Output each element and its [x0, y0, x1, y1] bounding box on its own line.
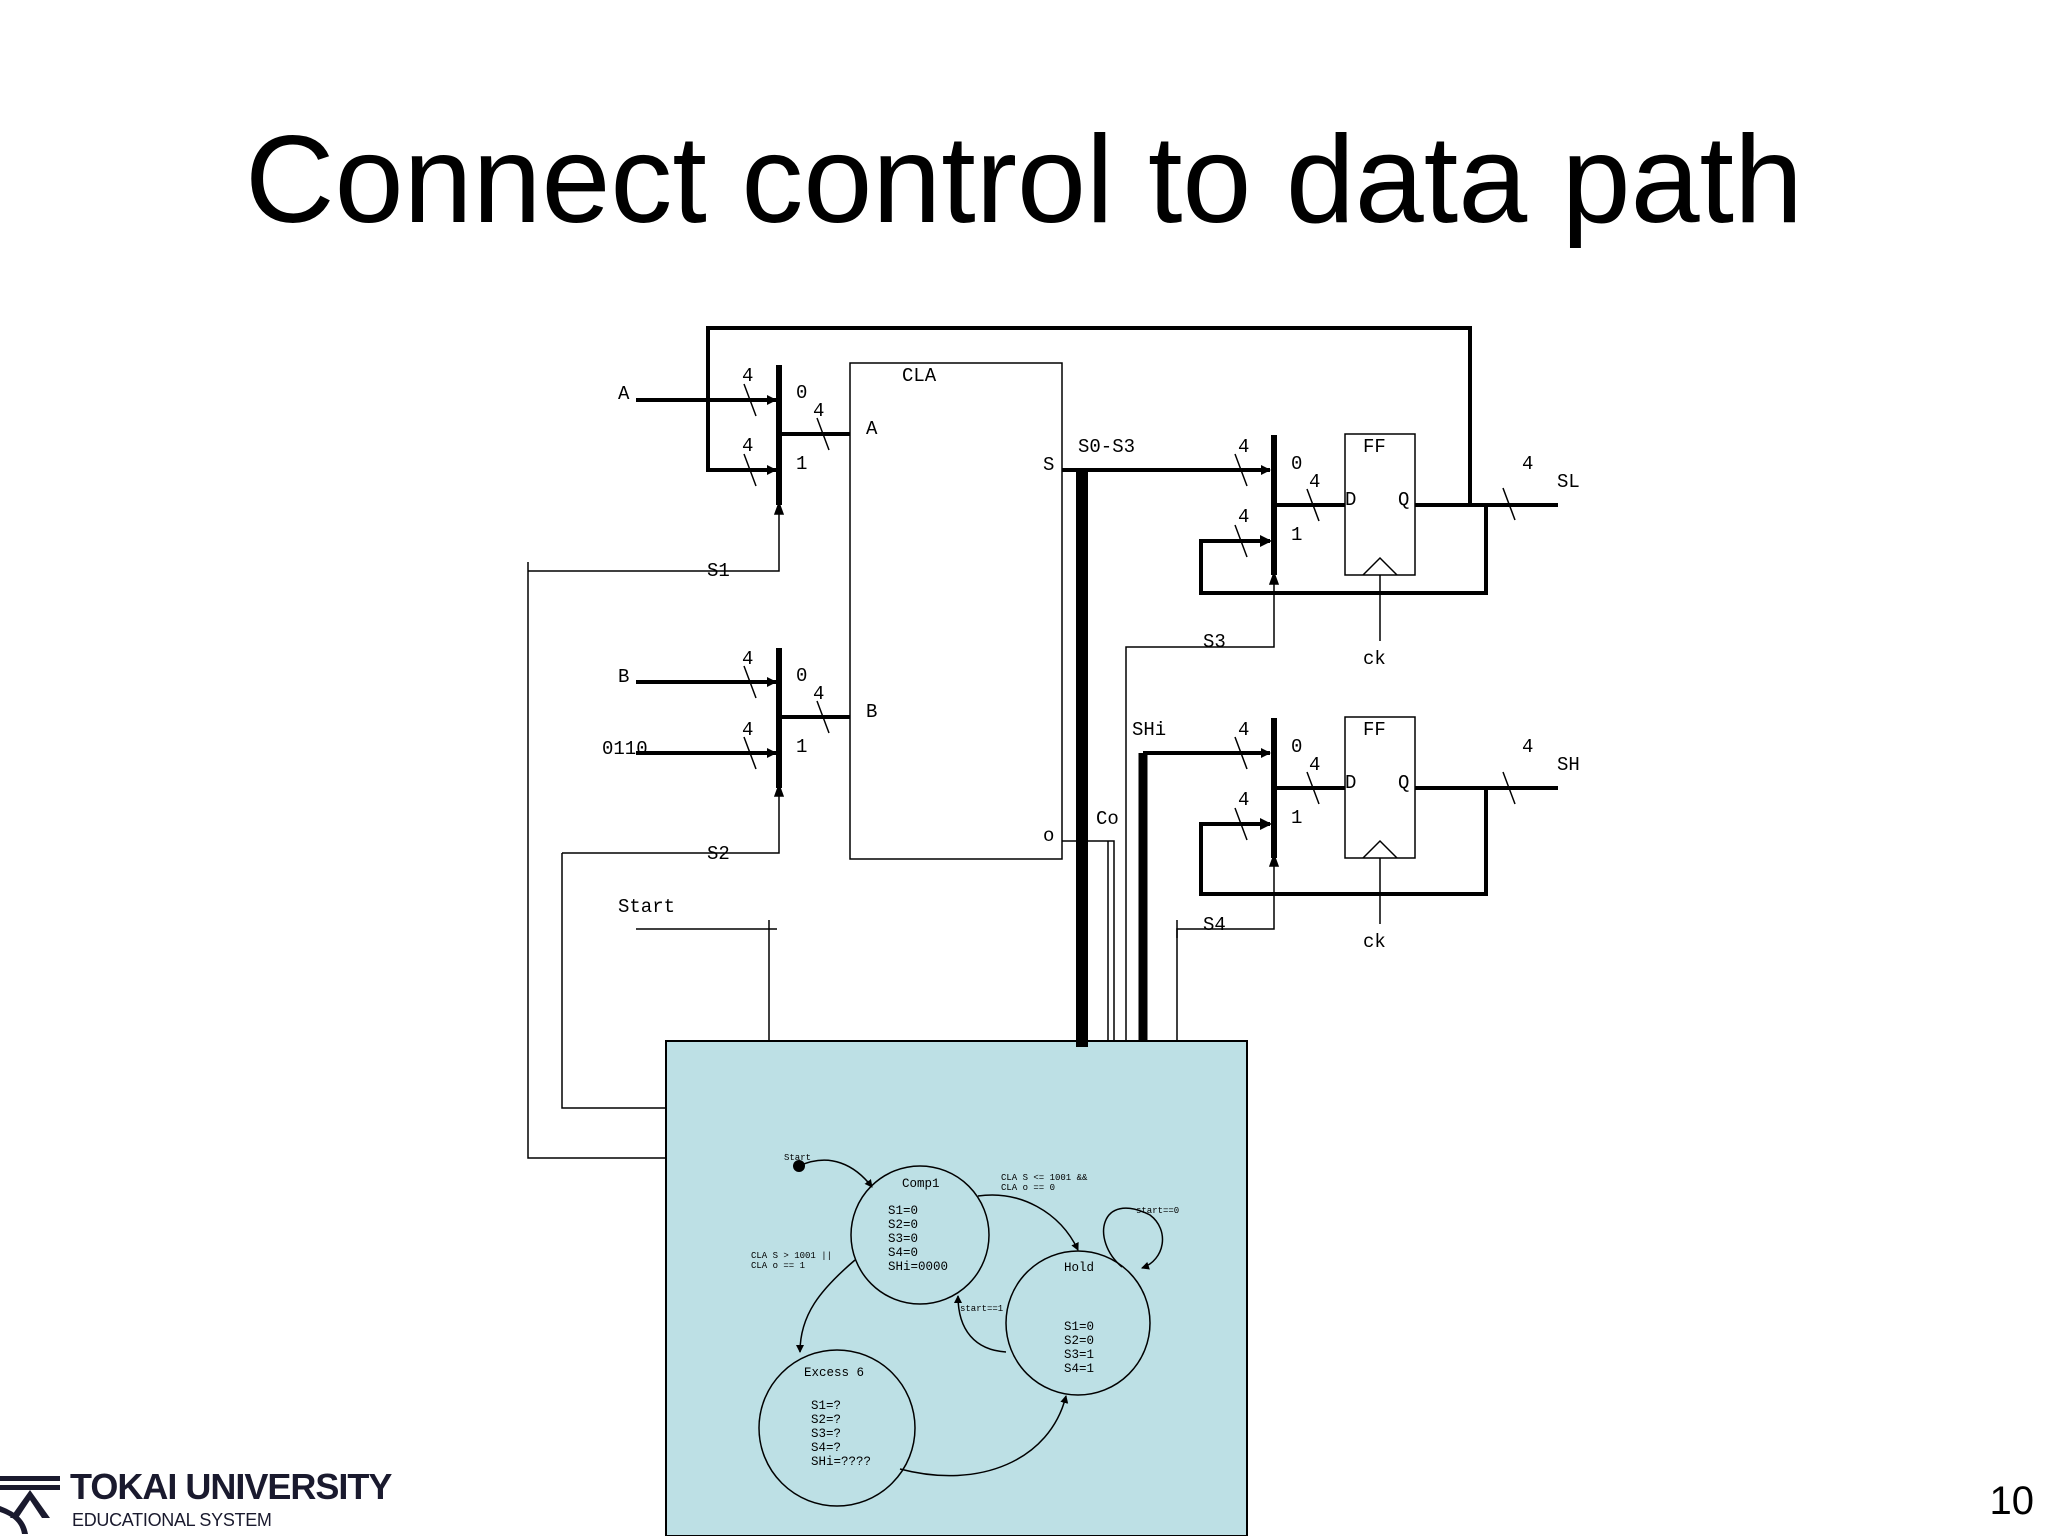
- transition-label: CLA S > 1001 ||: [751, 1251, 832, 1261]
- width-label: 4: [1238, 506, 1249, 528]
- state-excess6-line: S2=?: [811, 1413, 841, 1427]
- width-label: 4: [742, 365, 753, 387]
- width-label: 4: [1522, 453, 1533, 475]
- cla-port-s: S: [1043, 454, 1054, 476]
- state-comp1-line: SHi=0000: [888, 1260, 948, 1274]
- s2-label: S2: [707, 843, 730, 865]
- state-hold: [1005, 1250, 1151, 1396]
- width-label: 4: [1238, 436, 1249, 458]
- co-label: Co: [1096, 808, 1119, 830]
- state-excess6-line: S1=?: [811, 1399, 841, 1413]
- start-wire: [636, 920, 777, 1041]
- slide-title: Connect control to data path: [245, 111, 1803, 249]
- s4-label: S4: [1203, 914, 1226, 936]
- state-excess6: [758, 1349, 916, 1507]
- shi-bus: [1138, 736, 1271, 1041]
- ff-title: FF: [1363, 436, 1386, 458]
- width-label: 4: [1238, 719, 1249, 741]
- width-label: 4: [1309, 754, 1320, 776]
- transition-label: start==1: [960, 1304, 1003, 1314]
- sh-label: SH: [1557, 754, 1580, 776]
- ck-label: ck: [1363, 931, 1386, 953]
- width-label: 4: [1522, 736, 1533, 758]
- state-comp1-name: Comp1: [902, 1177, 940, 1191]
- ff-q: Q: [1398, 772, 1409, 794]
- s3-wire: [1125, 570, 1280, 1041]
- cla-port-o: o: [1043, 825, 1054, 847]
- state-excess6-line: S4=?: [811, 1441, 841, 1455]
- sl-label: SL: [1557, 471, 1580, 493]
- width-label: 4: [1238, 789, 1249, 811]
- logo-subtext: EDUCATIONAL SYSTEM: [72, 1510, 272, 1530]
- state-comp1-line: S2=0: [888, 1218, 918, 1232]
- state-hold-line: S2=0: [1064, 1334, 1094, 1348]
- width-label: 4: [1309, 471, 1320, 493]
- state-comp1-line: S3=0: [888, 1232, 918, 1246]
- mux-input-1: 1: [796, 736, 807, 758]
- ff-title: FF: [1363, 719, 1386, 741]
- logo-text: TOKAI UNIVERSITY: [70, 1466, 392, 1507]
- ff-q: Q: [1398, 489, 1409, 511]
- transition-label: CLA o == 0: [1001, 1183, 1055, 1193]
- state-comp1-line: S4=0: [888, 1246, 918, 1260]
- transition-label: start==0: [1136, 1206, 1179, 1216]
- state-excess6-line: SHi=????: [811, 1455, 871, 1469]
- const-0110-label: 0110: [602, 738, 648, 760]
- s3-label: S3: [1203, 631, 1226, 653]
- state-hold-line: S1=0: [1064, 1320, 1094, 1334]
- fsm-start-label: Start: [784, 1153, 811, 1163]
- s-output-bus: [1062, 453, 1271, 1047]
- select-wires-s1-s2: [527, 500, 785, 1159]
- tokai-emblem-icon: [0, 1476, 60, 1534]
- state-comp1-line: S1=0: [888, 1204, 918, 1218]
- mux-a: [636, 365, 850, 505]
- mux-input-1: 1: [796, 453, 807, 475]
- width-label: 4: [813, 400, 824, 422]
- mux-input-0: 0: [796, 382, 807, 404]
- width-label: 4: [813, 683, 824, 705]
- university-logo: TOKAI UNIVERSITY EDUCATIONAL SYSTEM: [0, 1466, 420, 1536]
- mux-b: [636, 648, 850, 788]
- state-hold-line: S3=1: [1064, 1348, 1094, 1362]
- ff-sh: [1344, 716, 1558, 924]
- start-label: Start: [618, 896, 675, 918]
- input-a-label: A: [618, 383, 630, 405]
- mux-input-0: 0: [1291, 736, 1302, 758]
- cla-port-a: A: [866, 418, 878, 440]
- shi-label: SHi: [1132, 719, 1166, 741]
- mux-input-1: 1: [1291, 807, 1302, 829]
- s1-label: S1: [707, 560, 730, 582]
- mux-input-1: 1: [1291, 524, 1302, 546]
- cla-block: [849, 362, 1063, 860]
- width-label: 4: [742, 435, 753, 457]
- page-number: 10: [1989, 1479, 2035, 1523]
- fsm-diagram: Start Comp1 S1=0 S2=0 S3=0 S4=0 SHi=0000…: [751, 1153, 1179, 1507]
- input-b-label: B: [618, 666, 629, 688]
- mux-input-0: 0: [1291, 453, 1302, 475]
- fsm-panel: [665, 1040, 1248, 1536]
- state-comp1: [850, 1165, 990, 1305]
- ff-sl: [1344, 433, 1558, 641]
- carry-wires: [1062, 840, 1115, 1041]
- datapath-labels: A B 0110 Start 4 4 4 4 4 4 0 1 0 1 CLA A…: [602, 365, 1580, 953]
- transition-label: CLA o == 1: [751, 1261, 805, 1271]
- state-hold-line: S4=1: [1064, 1362, 1094, 1376]
- state-excess6-line: S3=?: [811, 1427, 841, 1441]
- ff-d: D: [1345, 489, 1356, 511]
- cla-title: CLA: [902, 365, 937, 387]
- s0-s3-label: S0-S3: [1078, 436, 1135, 458]
- s4-wire: [1176, 852, 1280, 1041]
- ff-d: D: [1345, 772, 1356, 794]
- ck-label: ck: [1363, 648, 1386, 670]
- transition-label: CLA S <= 1001 &&: [1001, 1173, 1088, 1183]
- mux-input-0: 0: [796, 665, 807, 687]
- cla-port-b: B: [866, 701, 877, 723]
- width-label: 4: [742, 648, 753, 670]
- state-excess6-name: Excess 6: [804, 1366, 864, 1380]
- state-hold-name: Hold: [1064, 1261, 1094, 1275]
- width-label: 4: [742, 719, 753, 741]
